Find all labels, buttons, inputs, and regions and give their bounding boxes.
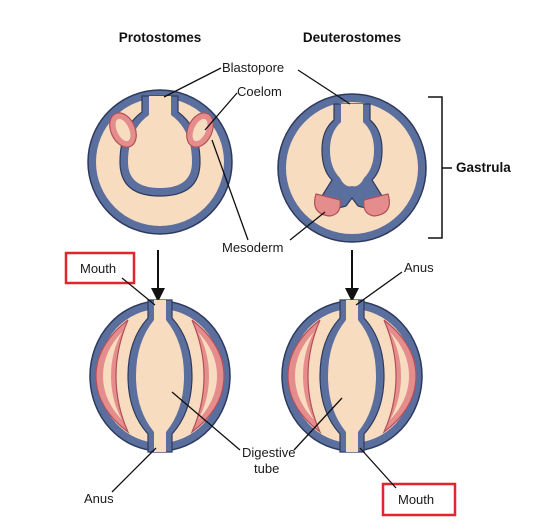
coelom-label: Coelom xyxy=(237,84,282,99)
blastopore-label: Blastopore xyxy=(222,60,284,75)
mouth-left-highlight-box xyxy=(64,251,136,285)
digestive-tube-label-line1: Digestive xyxy=(242,445,295,460)
anus-right-label: Anus xyxy=(404,260,434,275)
mouth-right-highlight-box xyxy=(381,482,457,517)
protostome-gastrula xyxy=(87,89,233,235)
deuterostome-coelom-right xyxy=(382,319,417,434)
protostome-embryo xyxy=(89,299,231,453)
mouth-right-label: Mouth xyxy=(398,492,434,507)
deuterostomes-header: Deuterostomes xyxy=(303,30,401,45)
protostome-arrow xyxy=(151,250,165,302)
mouth-left-label: Mouth xyxy=(80,261,116,276)
protostomes-header: Protostomes xyxy=(119,30,202,45)
protostome-coelom-left xyxy=(95,319,130,434)
deuterostome-mesoderm-pocket-right xyxy=(363,193,390,217)
protostome-coelom-pouch-left xyxy=(109,112,137,148)
deuterostome-embryo xyxy=(281,299,423,453)
protostome-coelom-pouch-right xyxy=(186,112,214,148)
deuterostome-gastrula xyxy=(277,93,427,243)
deuterostome-mesoderm-pocket-left xyxy=(314,193,341,217)
deuterostome-arrow xyxy=(345,250,359,302)
anus-left-label: Anus xyxy=(84,491,114,506)
gastrula-bracket xyxy=(428,96,452,239)
mesoderm-label: Mesoderm xyxy=(222,240,283,255)
deuterostome-coelom-left xyxy=(287,319,322,434)
protostome-coelom-right xyxy=(190,319,225,434)
gastrula-label: Gastrula xyxy=(456,160,511,175)
digestive-tube-label-line2: tube xyxy=(254,461,279,476)
